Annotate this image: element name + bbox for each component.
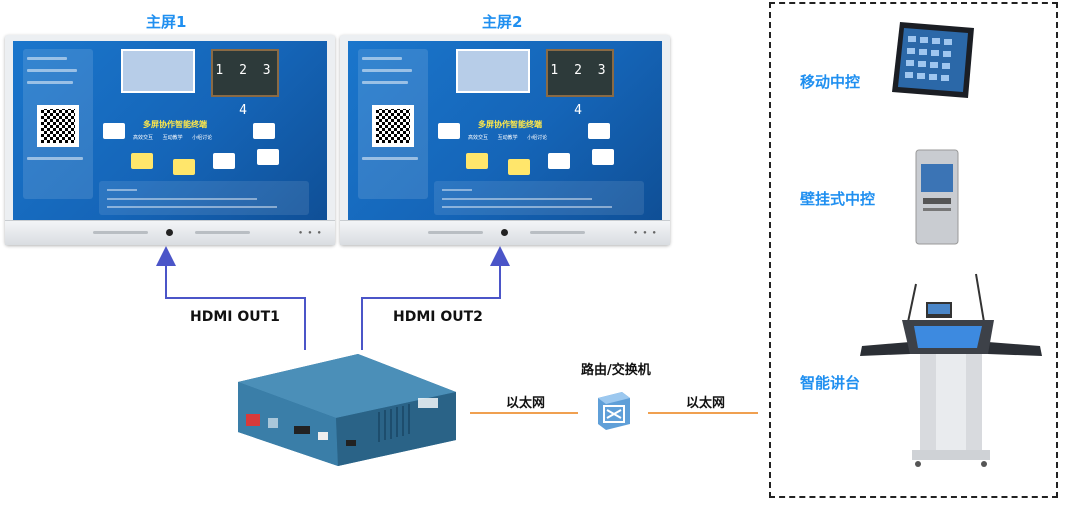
mobile-control-label: 移动中控	[800, 73, 861, 91]
device-tile	[213, 153, 235, 169]
wall-panel-icon	[915, 149, 959, 245]
qr-code-icon	[372, 105, 414, 147]
camera-icon	[501, 229, 508, 236]
main-screen-1: 1 2 3 4 多屏协作智能终端 高效交互 互动教学 小组讨论 ● ● ●	[5, 35, 335, 245]
hdmi-out1-label: HDMI OUT1	[190, 309, 280, 325]
device-tile	[466, 153, 488, 169]
router-label: 路由/交换机	[581, 363, 651, 378]
screen-title: 多屏协作智能终端	[478, 120, 542, 129]
device-tile	[131, 153, 153, 169]
media-box-icon	[238, 354, 456, 466]
screen1-label: 主屏1	[146, 13, 187, 31]
tablet-icon	[892, 22, 974, 98]
slide-thumbnail	[456, 49, 530, 93]
device-tile	[257, 149, 279, 165]
monitor-bezel: ● ● ●	[5, 220, 335, 245]
device-tile	[548, 153, 570, 169]
hdmi-line-2	[361, 246, 510, 350]
usage-note	[99, 181, 309, 215]
screen2-label: 主屏2	[482, 13, 523, 31]
hdmi-line-1	[156, 246, 306, 350]
device-tile	[438, 123, 460, 139]
device-tile	[173, 159, 195, 175]
screen-title: 多屏协作智能终端	[143, 120, 207, 129]
ethernet-label-right: 以太网	[686, 396, 726, 411]
screen-display: 1 2 3 4 多屏协作智能终端 高效交互 互动教学 小组讨论	[13, 41, 327, 221]
camera-icon	[166, 229, 173, 236]
device-tile	[588, 123, 610, 139]
podium-icon	[860, 273, 1042, 467]
info-panel	[23, 49, 93, 199]
main-screen-2: 1 2 3 4 多屏协作智能终端 高效交互 互动教学 小组讨论 ● ● ●	[340, 35, 670, 245]
device-tile	[103, 123, 125, 139]
device-tile	[508, 159, 530, 175]
usage-note	[434, 181, 644, 215]
screen-subtitle: 高效交互 互动教学 小组讨论	[468, 135, 548, 141]
monitor-bezel: ● ● ●	[340, 220, 670, 245]
slide-thumbnail	[121, 49, 195, 93]
chalkboard: 1 2 3 4	[546, 49, 614, 118]
chalkboard: 1 2 3 4	[211, 49, 279, 118]
device-tile	[592, 149, 614, 165]
smart-podium-label: 智能讲台	[800, 374, 861, 392]
device-tile	[253, 123, 275, 139]
ethernet-label-left: 以太网	[506, 396, 546, 411]
hdmi-out2-label: HDMI OUT2	[393, 309, 483, 325]
wall-control-label: 壁挂式中控	[800, 190, 876, 208]
qr-code-icon	[37, 105, 79, 147]
control-group-box	[769, 2, 1058, 498]
screen-subtitle: 高效交互 互动教学 小组讨论	[133, 135, 213, 141]
info-panel	[358, 49, 428, 199]
router-switch-icon	[598, 392, 630, 430]
screen-display: 1 2 3 4 多屏协作智能终端 高效交互 互动教学 小组讨论	[348, 41, 662, 221]
